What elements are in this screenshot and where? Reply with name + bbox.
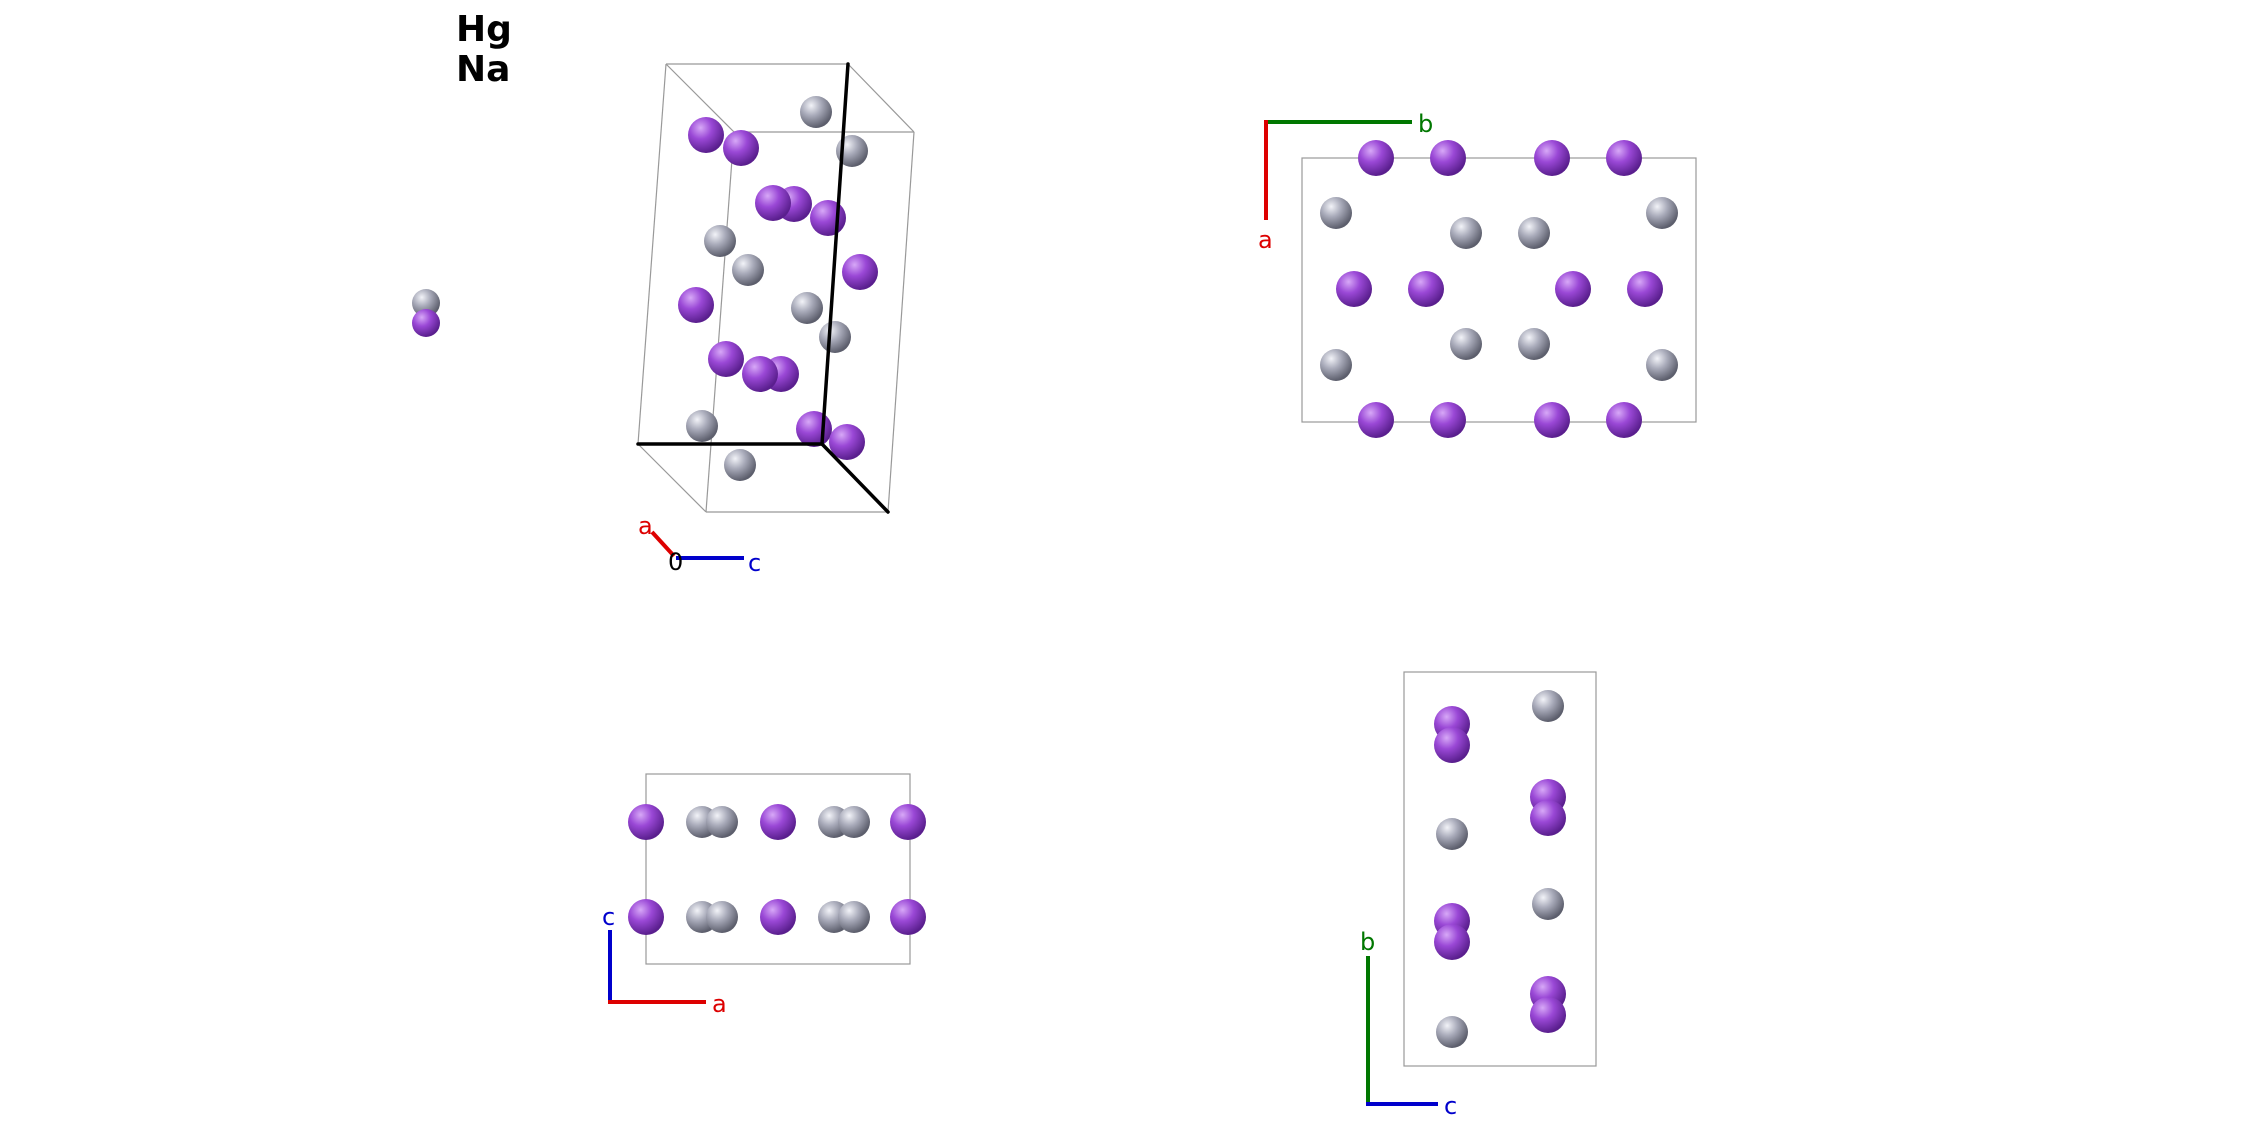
- na-atom: [1606, 140, 1642, 176]
- na-atom: [1358, 140, 1394, 176]
- axes-view-b: c a: [602, 903, 727, 1018]
- perspective-panel: a 0 c: [412, 62, 915, 577]
- axes-view-a: b c: [1360, 928, 1457, 1120]
- axis-label-a: a: [712, 990, 727, 1018]
- hg-atom: [1532, 690, 1564, 722]
- na-atom: [890, 899, 926, 935]
- na-atom: [1430, 140, 1466, 176]
- na-atom: [1627, 271, 1663, 307]
- na-atom: [1434, 727, 1470, 763]
- na-atom: [1408, 271, 1444, 307]
- na-atom: [1534, 140, 1570, 176]
- na-atom: [1434, 924, 1470, 960]
- hg-atom: [1436, 1016, 1468, 1048]
- legend-hg-label: Hg: [456, 9, 512, 50]
- axis-label-c: c: [602, 903, 615, 931]
- view-along-b-panel: c a: [602, 773, 926, 1018]
- na-atom: [1430, 402, 1466, 438]
- na-atom: [1606, 402, 1642, 438]
- unit-cell-view-a: [1403, 671, 1597, 1067]
- hg-atom: [819, 321, 851, 353]
- axes-view-c: b a: [1258, 110, 1433, 254]
- axis-label-origin: 0: [668, 548, 683, 576]
- axes-perspective: a 0 c: [638, 512, 761, 577]
- axis-label-c: c: [748, 549, 761, 577]
- hg-atom: [704, 225, 736, 257]
- na-atom: [755, 185, 791, 221]
- hg-atom: [1518, 328, 1550, 360]
- axis-label-c: c: [1444, 1092, 1457, 1120]
- hg-atom: [800, 96, 832, 128]
- na-atom: [1555, 271, 1591, 307]
- na-atom: [628, 899, 664, 935]
- view-along-c-panel: b a: [1258, 110, 1697, 438]
- na-atom: [1530, 800, 1566, 836]
- axis-label-a: a: [638, 512, 653, 540]
- hg-atom: [686, 410, 718, 442]
- hg-atom: [1436, 818, 1468, 850]
- na-atom: [1534, 402, 1570, 438]
- hg-atom: [724, 449, 756, 481]
- na-atom: [796, 411, 832, 447]
- view-along-a-panel: b c: [1360, 671, 1597, 1120]
- axis-label-a: a: [1258, 226, 1273, 254]
- hg-atom: [1646, 197, 1678, 229]
- hg-atom: [1646, 349, 1678, 381]
- hg-atom: [706, 901, 738, 933]
- na-atom: [742, 356, 778, 392]
- na-atom: [1530, 997, 1566, 1033]
- na-atom: [688, 117, 724, 153]
- axis-label-b: b: [1360, 928, 1375, 956]
- hg-atom: [1518, 217, 1550, 249]
- legend-na-sphere: [412, 309, 440, 337]
- hg-atom: [1450, 217, 1482, 249]
- na-atom: [723, 130, 759, 166]
- na-atom: [1336, 271, 1372, 307]
- hg-atom: [1450, 328, 1482, 360]
- unit-cell-view-c: [1301, 157, 1697, 423]
- hg-atom: [1532, 888, 1564, 920]
- hg-atom: [706, 806, 738, 838]
- unit-cell-perspective: [637, 63, 915, 513]
- na-atom: [842, 254, 878, 290]
- na-atom: [1358, 402, 1394, 438]
- na-atom: [708, 341, 744, 377]
- na-atom: [890, 804, 926, 840]
- na-atom: [760, 899, 796, 935]
- unit-cell-front-edges: [636, 62, 890, 514]
- unit-cell-view-b: [645, 773, 911, 965]
- axis-label-b: b: [1418, 110, 1433, 138]
- na-atom: [678, 287, 714, 323]
- legend-na-label: Na: [456, 49, 511, 90]
- hg-atom: [1320, 197, 1352, 229]
- hg-atom: [838, 806, 870, 838]
- legend-hg-sphere: [412, 289, 440, 317]
- na-atom: [760, 804, 796, 840]
- na-atom: [628, 804, 664, 840]
- hg-atom: [1320, 349, 1352, 381]
- hg-atom: [732, 254, 764, 286]
- hg-atom: [838, 901, 870, 933]
- hg-atom: [791, 292, 823, 324]
- na-atom: [810, 200, 846, 236]
- na-atom: [829, 424, 865, 460]
